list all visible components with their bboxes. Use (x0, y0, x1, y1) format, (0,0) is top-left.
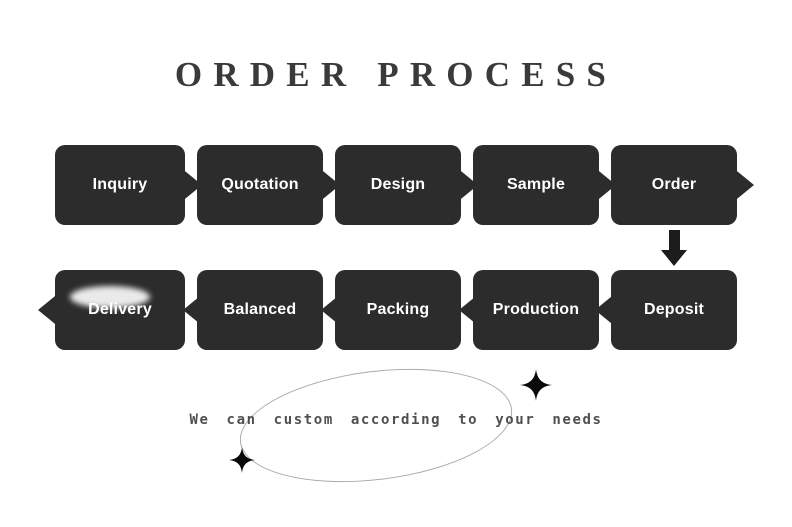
step-label: Packing (366, 301, 430, 318)
arrow-right-icon (456, 167, 478, 203)
arrow-left-icon (321, 292, 343, 328)
step-label: Deposit (643, 301, 705, 318)
step-label: Design (370, 176, 426, 193)
arrow-left-icon (459, 292, 481, 328)
step-label: Production (492, 301, 580, 318)
step-box-balanced: Balanced (197, 270, 323, 350)
step-label: Inquiry (92, 176, 148, 193)
step-label: Sample (506, 176, 566, 193)
arrow-down-icon (661, 250, 687, 266)
step-box-quotation: Quotation (197, 145, 323, 225)
step-box-sample: Sample (473, 145, 599, 225)
step-box-delivery: Delivery (55, 270, 185, 350)
step-label: Order (651, 176, 697, 193)
arrow-right-icon (318, 167, 340, 203)
sparkle-icon (229, 447, 255, 473)
step-box-packing: Packing (335, 270, 461, 350)
arrow-down-icon (669, 230, 680, 251)
step-label: Balanced (223, 301, 297, 318)
step-box-design: Design (335, 145, 461, 225)
arrow-left-icon (183, 292, 205, 328)
step-box-production: Production (473, 270, 599, 350)
page-title: ORDER PROCESS (174, 55, 618, 94)
watermark-smudge (70, 286, 150, 308)
sparkle-icon (520, 369, 552, 401)
step-box-deposit: Deposit (611, 270, 737, 350)
arrow-right-icon (180, 167, 202, 203)
arrow-left-icon (38, 292, 60, 328)
step-box-order: Order (611, 145, 737, 225)
step-box-inquiry: Inquiry (55, 145, 185, 225)
arrow-left-icon (595, 292, 617, 328)
step-label: Quotation (221, 176, 299, 193)
arrow-right-icon (732, 167, 754, 203)
custom-note-text: We can custom according to your needs (189, 412, 603, 428)
arrow-right-icon (594, 167, 616, 203)
